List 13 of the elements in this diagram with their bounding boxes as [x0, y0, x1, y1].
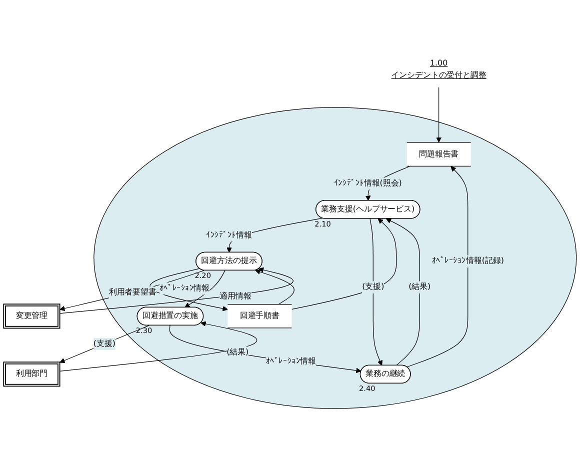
arrow — [370, 218, 382, 366]
arrow — [169, 325, 362, 374]
arrow — [150, 268, 228, 312]
arrow — [386, 218, 420, 366]
arrow — [436, 87, 442, 143]
arrow — [60, 270, 204, 312]
arrow — [60, 267, 294, 314]
arrow — [406, 166, 468, 368]
arrow — [291, 218, 397, 310]
arrow — [60, 321, 258, 372]
arrow — [255, 269, 295, 304]
arrow — [184, 270, 226, 308]
arrow — [60, 325, 150, 364]
